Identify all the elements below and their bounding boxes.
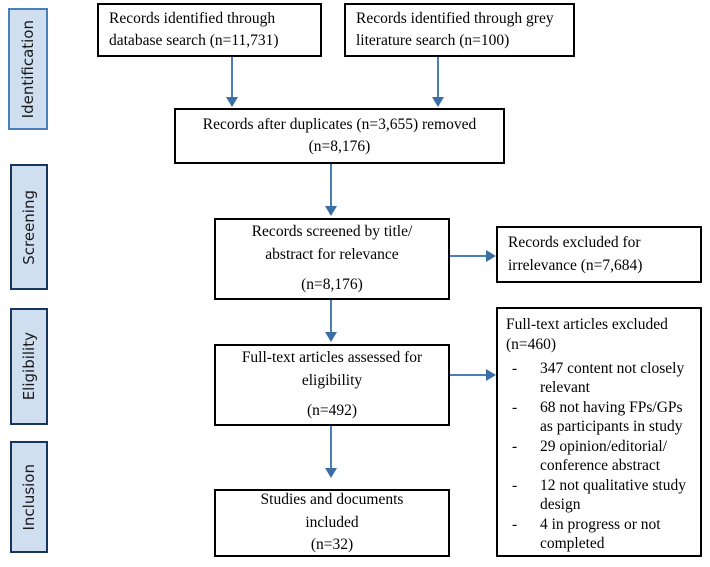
connector-fulltext-to-excluded [450,374,488,376]
box-fulltext-excluded-heading2: (n=460) [506,335,557,353]
box-records-screened-line2: abstract for relevance [265,245,399,263]
box-studies-included-line2: included [305,513,359,531]
arrowhead-database-to-duplicates [226,97,238,107]
stage-label-eligibility-text: Eligibility [20,332,38,401]
stage-label-identification-text: Identification [19,19,37,119]
stage-label-screening-text: Screening [20,189,38,265]
box-records-screened: Records screened by title/ abstract for … [214,218,450,300]
box-fulltext-assessed-line2: eligibility [301,371,363,389]
box-studies-included: Studies and documents included (n=32) [214,489,450,557]
box-fulltext-assessed-line3: (n=492) [306,402,358,420]
box-records-after-duplicates-line2: (n=8,176) [308,138,371,155]
connector-screened-to-fulltext [330,300,332,334]
box-records-identified-grey-line1: Records identified through grey [356,9,554,27]
connector-fulltext-to-included [330,426,332,470]
list-item: - 29 opinion/editorial/ conference abstr… [506,437,696,476]
list-item-text: 68 not having FPs/GPs as participants in… [540,398,683,436]
box-studies-included-line1: Studies and documents [260,491,404,509]
box-records-identified-grey: Records identified through grey literatu… [344,3,575,57]
box-records-excluded-irrelevance: Records excluded for irrelevance (n=7,68… [496,226,702,283]
fulltext-excluded-reason-list: - 347 content not closely relevant - 68 … [506,359,696,554]
list-dash: - [512,398,518,416]
arrowhead-fulltext-to-included [325,468,337,478]
arrowhead-screened-to-fulltext [325,332,337,342]
stage-label-identification: Identification [8,8,48,130]
stage-label-screening: Screening [10,164,48,290]
arrowhead-grey-to-duplicates [432,97,444,107]
box-records-screened-line1: Records screened by title/ [251,223,413,241]
list-item-text: 29 opinion/editorial/ conference abstrac… [540,437,667,475]
box-records-excluded-irrelevance-line2: irrelevance (n=7,684) [508,256,643,274]
box-fulltext-excluded-heading1: Full-text articles excluded [506,316,668,333]
list-dash: - [512,515,518,533]
list-dash: - [512,476,518,494]
box-fulltext-assessed: Full-text articles assessed for eligibil… [214,344,450,426]
list-item-text: 347 content not closely relevant [540,359,685,397]
connector-screened-to-excluded [450,255,488,257]
box-records-identified-grey-line2: literature search (n=100) [356,32,510,49]
arrowhead-screened-to-excluded [486,250,496,262]
stage-label-inclusion-text: Inclusion [20,463,38,531]
connector-database-to-duplicates [231,57,233,99]
connector-duplicates-to-screened [330,164,332,208]
list-item: - 12 not qualitative study design [506,476,696,515]
list-dash: - [512,359,518,377]
list-item-text: 12 not qualitative study design [540,476,686,514]
box-records-screened-line3: (n=8,176) [301,276,363,294]
box-studies-included-line3: (n=32) [310,536,354,554]
list-dash: - [512,437,518,455]
stage-label-eligibility: Eligibility [10,308,48,425]
connector-grey-to-duplicates [437,57,439,99]
box-records-identified-database-line1: Records identified through [109,9,276,27]
box-fulltext-assessed-line1: Full-text articles assessed for [241,349,423,367]
box-records-identified-database-line2: database search (n=11,731) [109,32,279,49]
box-fulltext-excluded: Full-text articles excluded (n=460) - 34… [496,307,702,557]
box-records-after-duplicates: Records after duplicates (n=3,655) remov… [174,108,505,164]
stage-label-inclusion: Inclusion [10,441,48,553]
box-records-after-duplicates-line1: Records after duplicates (n=3,655) remov… [202,115,477,133]
list-item: - 68 not having FPs/GPs as participants … [506,398,696,437]
list-item: - 347 content not closely relevant [506,359,696,398]
arrowhead-duplicates-to-screened [325,206,337,216]
box-records-excluded-irrelevance-line1: Records excluded for [508,234,641,252]
list-item: - 4 in progress or not completed [506,515,696,554]
box-records-identified-database: Records identified through database sear… [97,3,322,57]
list-item-text: 4 in progress or not completed [540,515,661,553]
arrowhead-fulltext-to-excluded [486,369,496,381]
